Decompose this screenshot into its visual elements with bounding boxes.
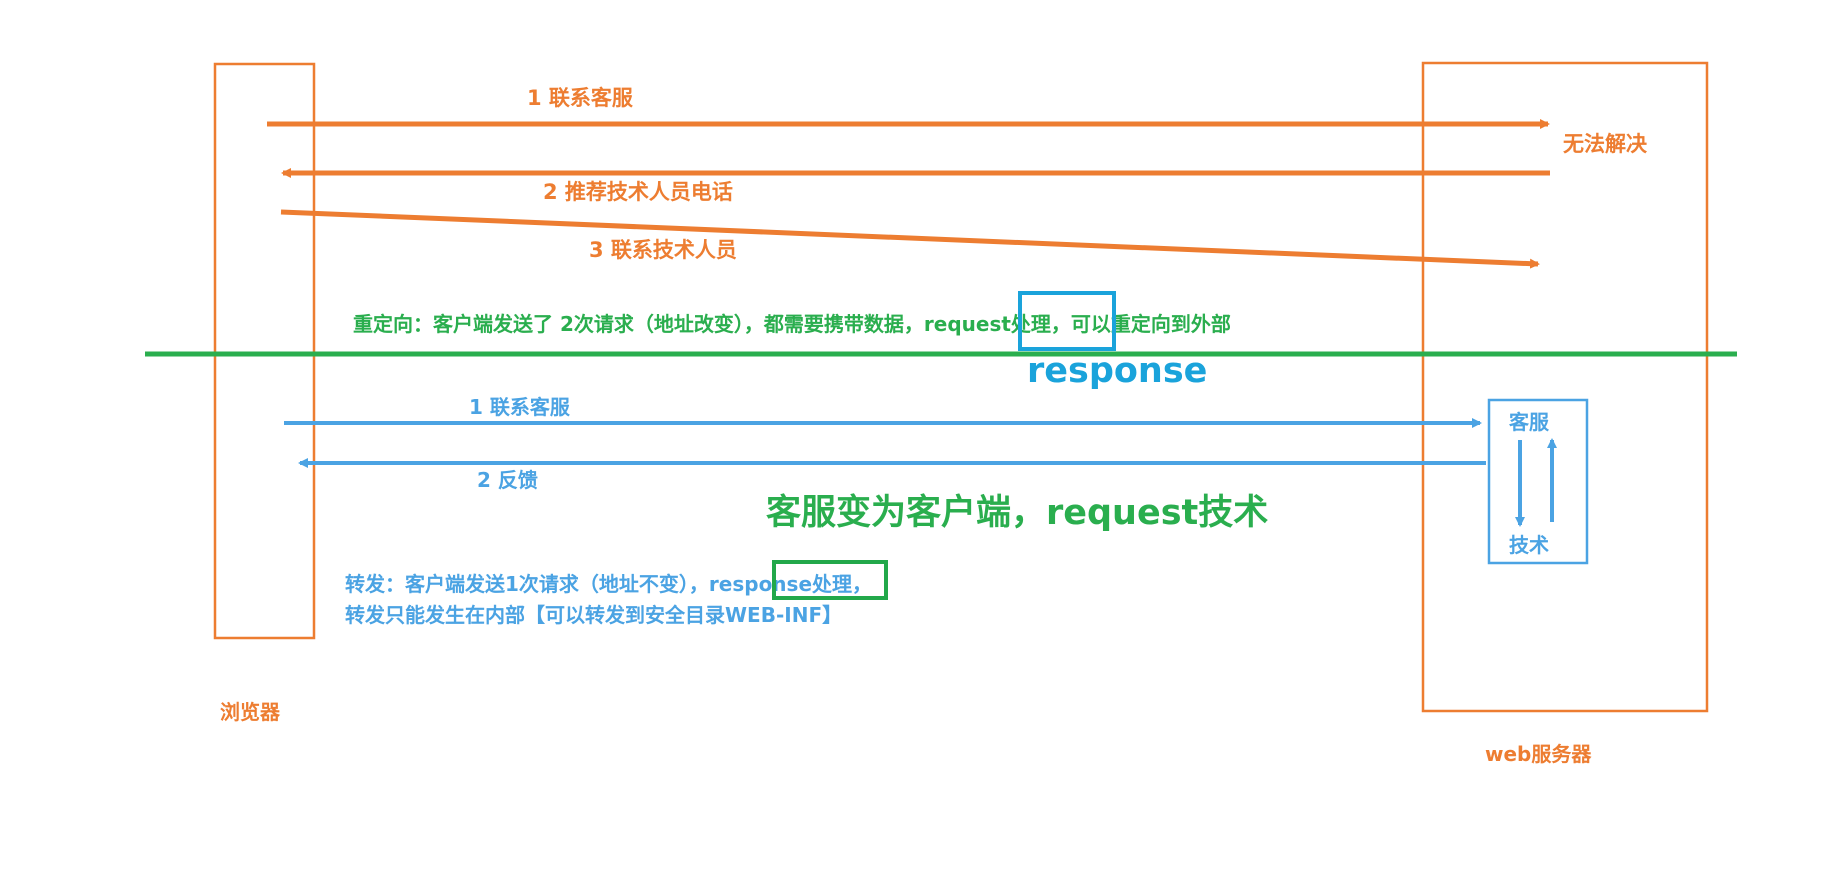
tech-label: 技术 [1509, 533, 1549, 557]
redirect-summary-key: request [923, 312, 1011, 336]
redirect-summary-post: 处理，可以重定向到外部 [1010, 312, 1231, 336]
forward-summary-post: 处理， [812, 572, 873, 596]
redirect-step1-label: 1 联系客服 [527, 86, 633, 110]
redirect-summary-pre: 重定向：客户端发送了 2次请求（地址改变），都需要携带数据， [353, 312, 924, 336]
browser-label: 浏览器 [220, 700, 280, 724]
redirect-step3-label: 3 联系技术人员 [589, 238, 737, 262]
service-label: 客服 [1509, 410, 1549, 434]
forward-step1-label: 1 联系客服 [469, 395, 570, 419]
server-label: web服务器 [1485, 742, 1592, 766]
forward-summary-key: response [708, 572, 813, 596]
service-tech-box [1487, 398, 1589, 565]
unresolved-label: 无法解决 [1563, 132, 1647, 156]
forward-summary-line1: 转发：客户端发送1次请求（地址不变），response处理， [345, 574, 872, 594]
redirect-arrow-3 [280, 209, 1540, 269]
response-big-label: response [1027, 351, 1208, 391]
forward-summary-pre: 转发：客户端发送1次请求（地址不变）， [345, 572, 709, 596]
browser-box [213, 62, 316, 640]
redirect-summary: 重定向：客户端发送了 2次请求（地址改变），都需要携带数据，request处理，… [353, 314, 1231, 334]
forward-summary-line2: 转发只能发生在内部【可以转发到安全目录WEB-INF】 [345, 603, 843, 627]
forward-step2-label: 2 反馈 [477, 468, 538, 492]
redirect-step2-label: 2 推荐技术人员电话 [543, 180, 733, 204]
headline-label: 客服变为客户端，request技术 [766, 493, 1269, 533]
server-box [1421, 61, 1709, 713]
